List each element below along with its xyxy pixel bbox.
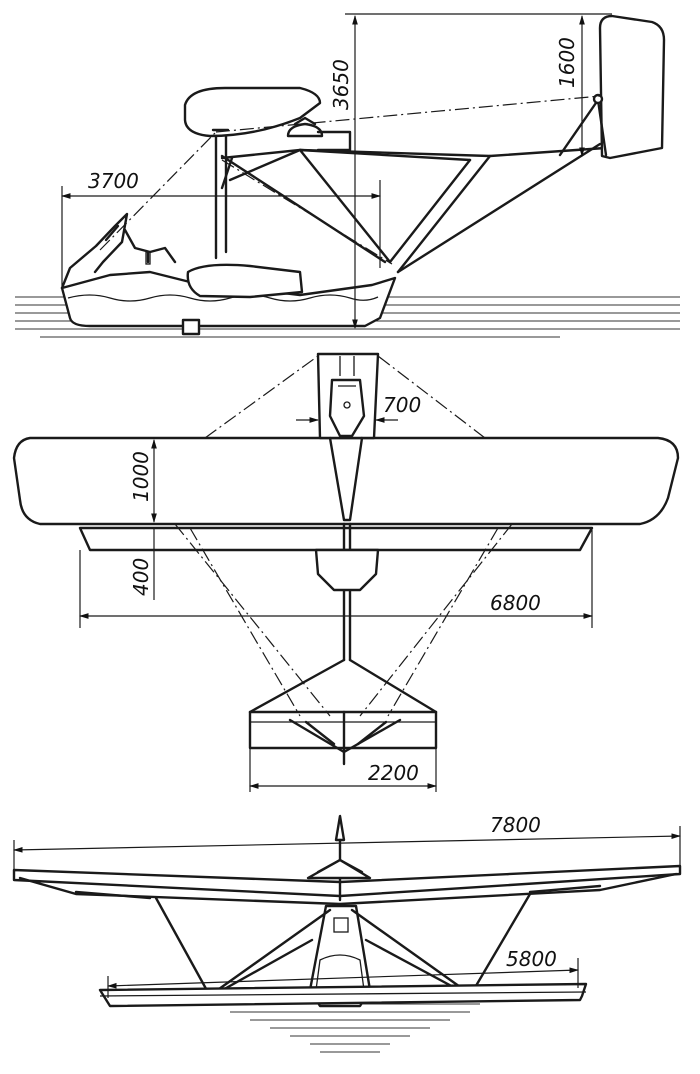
front-view: 7800 5800 <box>12 813 682 1053</box>
main-wing-top <box>12 436 680 526</box>
dim-wing-span: 7800 <box>490 813 541 837</box>
dim-side-length: 3700 <box>88 169 139 193</box>
lower-wing-top <box>78 526 594 552</box>
dim-fuselage-width: 700 <box>383 393 421 417</box>
water-lines-front <box>210 1003 480 1053</box>
dim-stabilizer-span: 2200 <box>368 761 419 785</box>
top-view: 700 1000 400 6800 2200 <box>12 352 680 792</box>
tail-fin-side <box>598 14 666 160</box>
dim-float-offset: 400 <box>129 558 153 596</box>
dim-tail-height: 1600 <box>555 37 579 88</box>
step <box>181 318 201 336</box>
lower-wing-side <box>186 263 304 299</box>
dim-side-height: 3650 <box>329 59 353 110</box>
fuselage-top <box>316 352 380 440</box>
dim-wing-chord: 1000 <box>129 451 153 502</box>
upper-wing-side <box>183 86 322 138</box>
dim-front-float-span: 5800 <box>506 947 557 971</box>
dim-float-span: 6800 <box>490 591 541 615</box>
side-view: 3700 3650 1600 <box>15 13 680 338</box>
